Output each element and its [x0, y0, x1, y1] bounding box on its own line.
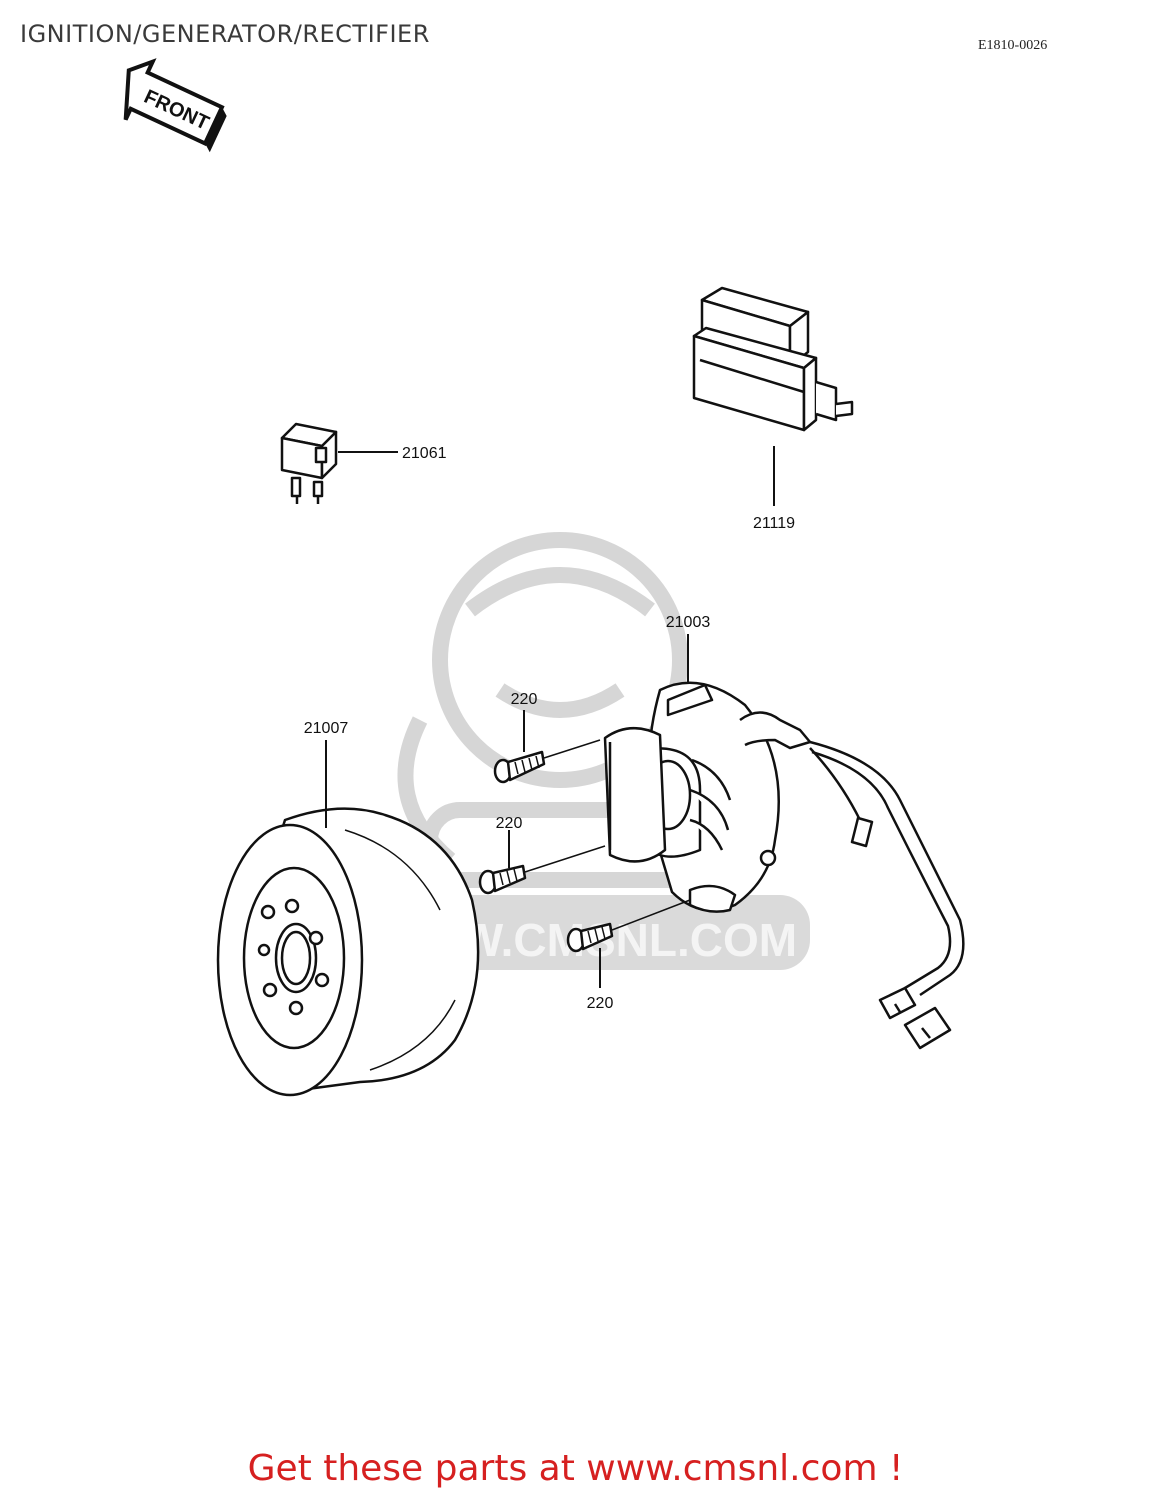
- label-21061: 21061: [402, 445, 447, 462]
- parts-diagram: WWW.CMSNL.COM FRONT 21061 21119: [123, 58, 965, 1097]
- screw-middle-part: [478, 864, 527, 895]
- get-parts-link[interactable]: Get these parts at www.cmsnl.com !: [247, 1448, 904, 1489]
- screw-middle-guide: [524, 845, 606, 873]
- rectifier-part: [692, 286, 854, 432]
- screw-bottom-guide: [611, 899, 691, 931]
- label-220-middle: 220: [496, 815, 523, 832]
- label-220-bottom: 220: [587, 995, 614, 1012]
- label-21119: 21119: [753, 515, 795, 532]
- stator-part: [603, 681, 812, 913]
- label-21007: 21007: [304, 720, 349, 737]
- screw-top-guide: [543, 739, 601, 759]
- stator-harness: [809, 740, 965, 1050]
- diagram-code: E1810-0026: [978, 38, 1048, 53]
- relay-part: [280, 422, 338, 504]
- rotor-part: [216, 807, 480, 1097]
- screw-top-part: [493, 750, 546, 784]
- label-21003: 21003: [666, 614, 711, 631]
- screw-bottom-part: [566, 922, 614, 953]
- front-arrow-icon: FRONT: [123, 58, 227, 153]
- label-220-top: 220: [511, 691, 538, 708]
- page-title: IGNITION/GENERATOR/RECTIFIER: [20, 20, 430, 48]
